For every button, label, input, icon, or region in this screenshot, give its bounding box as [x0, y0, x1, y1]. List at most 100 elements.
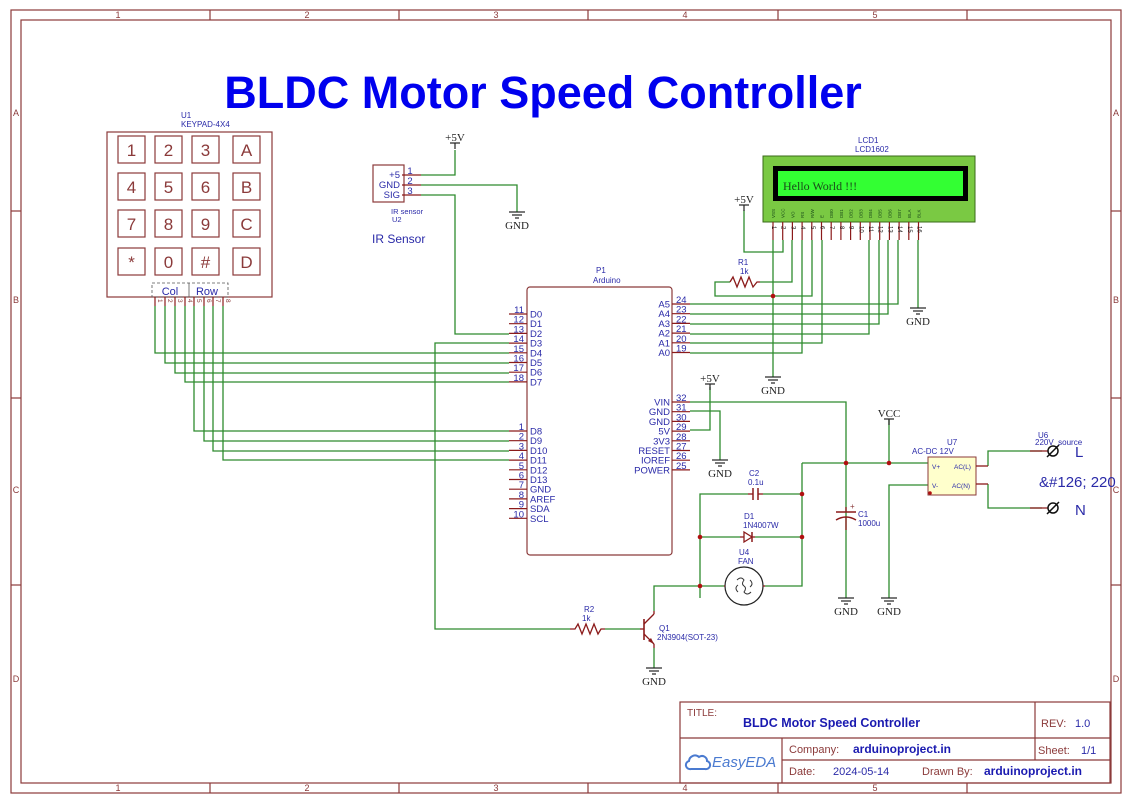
arduino-pin-num: 21 [676, 324, 687, 335]
psu-pin-vminus: V- [932, 483, 938, 490]
psu-pin-acl: AC(L) [954, 464, 971, 471]
source-part: 220V_source [1035, 438, 1083, 447]
resistor-r2[interactable]: R2 1k [570, 605, 605, 636]
ir-pin-name-1: +5 [389, 170, 400, 181]
lcd-pin-num: 2 [780, 226, 786, 230]
lcd-pin-num: 15 [906, 226, 912, 233]
title-block: TITLE: BLDC Motor Speed Controller REV: … [679, 701, 1111, 784]
keypad-key [191, 209, 220, 238]
arduino-pin-num: 30 [676, 412, 687, 423]
lcd-part: LCD1602 [855, 145, 889, 154]
gnd-symbol-label: GND [834, 606, 858, 618]
border-column-dividers [11, 10, 1121, 793]
arduino-pin-name: D0 [530, 310, 542, 321]
ir-pin-num-3: 3 [407, 186, 412, 197]
row-label-left-c: C [13, 485, 20, 495]
keypad-label-box [151, 282, 229, 298]
capacitor-c1[interactable]: + C1 1000u [835, 502, 880, 530]
lcd-screen [778, 171, 963, 196]
arduino-pin-name: A3 [658, 319, 670, 330]
gnd-symbol-label: GND [877, 606, 901, 618]
title-block-sheet: 1/1 [1081, 745, 1096, 757]
arduino-pin-name: D13 [530, 475, 547, 486]
ac-dc-module-u7[interactable]: U7 AC-DC 12V V+ V- AC(L) AC(N) [912, 438, 988, 496]
arduino-pin-name: D7 [530, 377, 542, 388]
keypad-key [191, 172, 220, 201]
keypad-pin-num: 5 [195, 299, 202, 303]
q1-ref: Q1 [659, 624, 670, 633]
arduino-pin-num: 7 [519, 480, 524, 491]
keypad-row-label: Row [196, 286, 218, 298]
lcd-pin-name: DB2 [849, 209, 854, 218]
keypad-key [232, 135, 261, 164]
source-voltage-label: &#126; 220 [1039, 474, 1116, 491]
fan-u4[interactable]: U4 FAN [724, 548, 765, 606]
lcd-pin-name: VCC [781, 208, 786, 218]
arduino-pin-name: D6 [530, 368, 542, 379]
cloud-icon [684, 754, 712, 771]
diode-d1[interactable]: D1 1N4007W [740, 512, 779, 544]
title-block-title-label: TITLE: [687, 708, 717, 719]
keypad-key-label: 7 [127, 215, 136, 234]
lcd-pin-num: 4 [799, 226, 805, 230]
row-label-right-a: A [1113, 108, 1119, 118]
keypad-key [117, 247, 146, 276]
power-vcc: VCC [878, 408, 901, 420]
psu-pin-vplus: V+ [932, 464, 940, 471]
arduino-pin-num: 27 [676, 442, 687, 453]
arduino-pin-name: D10 [530, 446, 547, 457]
arduino-pin-num: 15 [513, 344, 524, 355]
col-label-top-5: 5 [872, 10, 877, 20]
resistor-r1[interactable]: R1 1k [729, 258, 760, 289]
lcd-pin-name: DB1 [839, 209, 844, 218]
keypad-key-label: 0 [164, 253, 173, 272]
gnd-symbol-label: GND [761, 385, 785, 397]
arduino-pin-name: IOREF [641, 456, 670, 467]
arduino-pin-name: GND [649, 407, 670, 418]
ac-source-u6[interactable]: U6 220V_source L N &#126; 220 [1030, 431, 1116, 519]
arduino-pin-num: 3 [519, 441, 524, 452]
lcd-pin-num: 5 [809, 226, 815, 230]
ir-sensor-ref: U2 [392, 215, 402, 224]
ir-pin-num-2: 2 [407, 176, 412, 187]
keypad-key [191, 135, 220, 164]
arduino-pin-num: 9 [519, 500, 524, 511]
lcd-pin-name: BLK [917, 209, 922, 218]
arduino-part: Arduino [593, 276, 621, 285]
arduino-pin-name: D12 [530, 465, 547, 476]
arduino-pin-num: 23 [676, 305, 687, 316]
arduino-pin-name: D9 [530, 436, 542, 447]
arduino-pin-name: VIN [654, 398, 670, 409]
keypad-key [117, 135, 146, 164]
ir-sensor-u2[interactable]: +5 GND SIG 1 2 3 IR sensor U2 IR Sensor [372, 164, 425, 246]
title-block-drawn-label: Drawn By: [922, 766, 973, 778]
row-label-left-d: D [13, 674, 20, 684]
capacitor-c2[interactable]: C2 0.1u [748, 469, 764, 500]
keypad-pin-num: 3 [176, 299, 183, 303]
title-block-date: 2024-05-14 [833, 766, 889, 778]
gnd-symbol-label: GND [906, 316, 930, 328]
d1-part: 1N4007W [743, 521, 779, 530]
lcd-pin-num: 12 [877, 226, 883, 233]
arduino-pin-num: 20 [676, 334, 687, 345]
ir-sensor-caption: IR Sensor [372, 232, 425, 246]
keypad-key-label: 9 [201, 215, 210, 234]
psu-body [927, 456, 977, 496]
arduino-pin-num: 22 [676, 314, 687, 325]
lcd1602[interactable]: LCD1 LCD1602 Hello World !!! VSS1VCC2VO3… [762, 136, 976, 240]
lcd-pin-num: 10 [857, 226, 863, 233]
transistor-q1[interactable]: Q1 2N3904(SOT-23) [640, 611, 718, 648]
keypad-pin-num: 6 [205, 299, 212, 303]
power-5v-lcd: +5V [734, 194, 754, 206]
col-label-top-1: 1 [115, 10, 120, 20]
keypad-key-label: 8 [164, 215, 173, 234]
arduino-pin-num: 26 [676, 451, 687, 462]
arduino-pin-name: D8 [530, 427, 542, 438]
d1-ref: D1 [744, 512, 755, 521]
source-ref: U6 [1038, 431, 1049, 440]
arduino-pin-num: 2 [519, 432, 524, 443]
